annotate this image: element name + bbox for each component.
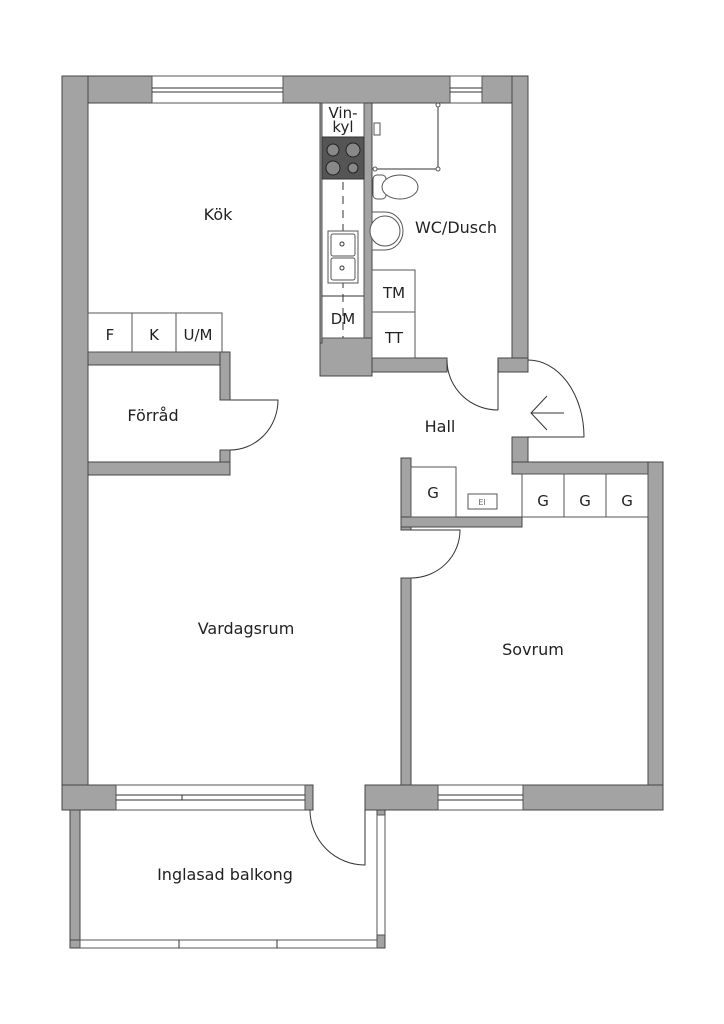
toilet-icon xyxy=(372,174,419,200)
room-label-kitchen: Kök xyxy=(204,205,233,224)
wardrobe-label: G xyxy=(579,492,591,510)
wine-fridge-label: Vin- xyxy=(328,104,357,122)
wine-fridge-label-2: kyl xyxy=(332,118,353,136)
room-label-bedroom: Sovrum xyxy=(502,640,564,659)
microwave-label: U/M xyxy=(184,326,213,344)
room-label-living-room: Vardagsrum xyxy=(198,619,295,638)
doors xyxy=(229,359,585,866)
washing-machine-label: TM xyxy=(382,284,405,302)
room-label-hall: Hall xyxy=(425,417,456,436)
windows xyxy=(79,75,524,949)
washbasin-icon xyxy=(369,211,404,251)
room-label-storage: Förråd xyxy=(127,406,178,425)
fridge-label: K xyxy=(149,326,160,344)
wardrobe-label: G xyxy=(427,484,439,502)
electrical-panel-label: El xyxy=(478,498,485,507)
wardrobe-label: G xyxy=(621,492,633,510)
sink-icon xyxy=(327,230,359,284)
room-label-balcony: Inglasad balkong xyxy=(157,865,293,884)
shower-icon xyxy=(372,102,441,172)
room-label-bathroom: WC/Dusch xyxy=(415,218,497,237)
freezer-label: F xyxy=(106,326,115,344)
tumble-dryer-label: TT xyxy=(384,329,404,347)
walls xyxy=(61,75,664,949)
entrance-arrow-icon xyxy=(530,395,564,431)
wardrobe-label: G xyxy=(537,492,549,510)
dishwasher-label: DM xyxy=(331,310,356,328)
